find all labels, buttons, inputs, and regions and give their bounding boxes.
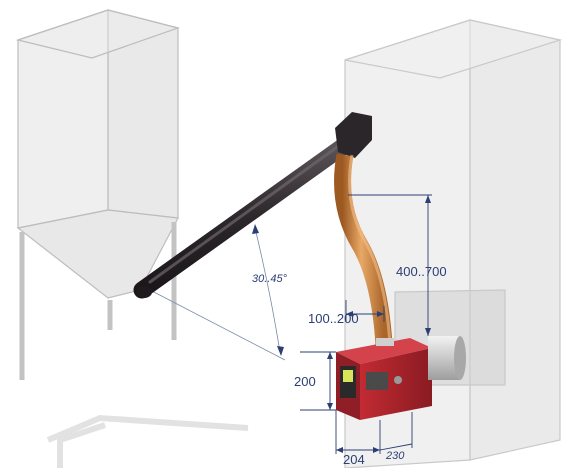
feeder-motor-head bbox=[335, 112, 372, 158]
boiler-side-face bbox=[469, 19, 561, 461]
burner-hose-collar bbox=[376, 338, 394, 346]
feeder-tube bbox=[133, 136, 354, 299]
hopper-base-frame bbox=[46, 414, 249, 468]
label-tube-height: 400..700 bbox=[396, 264, 447, 279]
burner-side bbox=[360, 348, 432, 420]
label-burner-height: 200 bbox=[294, 374, 316, 389]
burner-grill bbox=[366, 372, 388, 390]
angle-arrowheads bbox=[252, 224, 284, 356]
pellet-burner bbox=[336, 336, 466, 420]
burner-knob bbox=[394, 376, 402, 384]
flexible-hose-shade bbox=[348, 154, 392, 346]
combustion-tube-end bbox=[454, 336, 466, 380]
feeder-tube-end bbox=[136, 286, 152, 298]
label-tube-offset: 100..200 bbox=[308, 311, 359, 326]
feeder-tube-highlight bbox=[148, 143, 342, 284]
hopper-top bbox=[15, 9, 181, 59]
label-burner-depth: 230 bbox=[385, 450, 405, 462]
hopper-legs bbox=[19, 222, 177, 380]
angle-reference-lines bbox=[149, 227, 286, 361]
burner-top bbox=[336, 338, 432, 364]
hopper-silo bbox=[15, 9, 181, 299]
boiler-top bbox=[344, 19, 563, 79]
label-burner-width: 204 bbox=[343, 452, 365, 467]
dim-line-burner-depth bbox=[379, 443, 413, 451]
label-hopper-angle: 30..45° bbox=[252, 273, 288, 285]
screw-feeder bbox=[133, 112, 372, 299]
dimension-arrowheads bbox=[327, 195, 431, 453]
burner-display bbox=[343, 370, 353, 382]
flexible-hose bbox=[334, 153, 393, 346]
hopper-funnel bbox=[16, 209, 179, 299]
